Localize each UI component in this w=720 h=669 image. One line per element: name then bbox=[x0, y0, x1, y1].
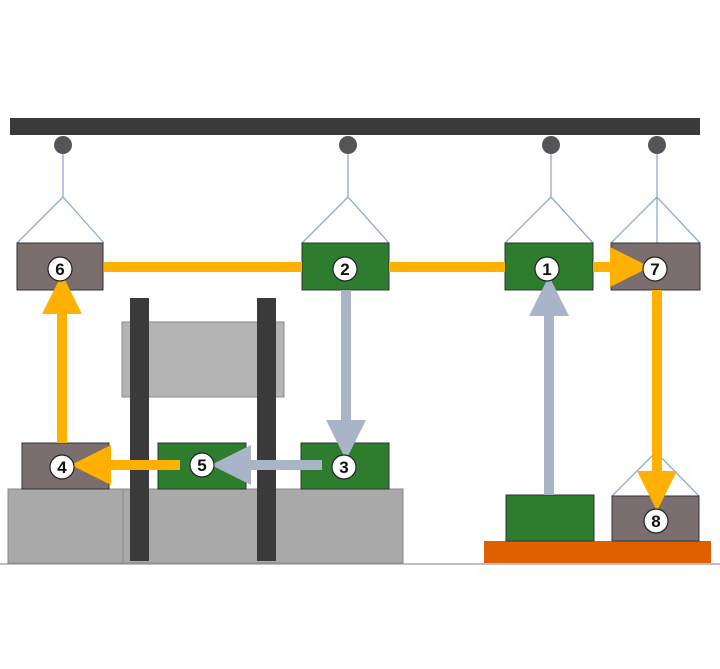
step-label-7: 7 bbox=[650, 260, 659, 279]
orange-platform bbox=[484, 541, 711, 563]
step-badge-2: 2 bbox=[332, 256, 358, 282]
press-column-right bbox=[257, 298, 276, 561]
step-badge-8: 8 bbox=[643, 508, 669, 534]
step-badge-3: 3 bbox=[331, 454, 357, 480]
cable-8 bbox=[611, 451, 700, 497]
cable-2 bbox=[301, 154, 390, 244]
step-label-3: 3 bbox=[339, 458, 348, 477]
cable-6 bbox=[16, 154, 105, 244]
cable-1 bbox=[504, 154, 594, 244]
flow-arrows bbox=[42, 247, 677, 511]
step-label-8: 8 bbox=[651, 512, 660, 531]
step-badge-7: 7 bbox=[642, 256, 668, 282]
step-label-6: 6 bbox=[55, 260, 64, 279]
step-badge-4: 4 bbox=[49, 454, 75, 480]
trolley-wheel-1 bbox=[542, 136, 560, 154]
step-label-4: 4 bbox=[57, 458, 67, 477]
step-label-2: 2 bbox=[340, 260, 349, 279]
step-badge-5: 5 bbox=[189, 452, 215, 478]
overhead-rail bbox=[10, 118, 700, 135]
step-label-1: 1 bbox=[542, 260, 551, 279]
step-badge-6: 6 bbox=[47, 256, 73, 282]
step-badge-1: 1 bbox=[534, 256, 560, 282]
trolley-wheel-7 bbox=[648, 136, 666, 154]
trolley-wheel-2 bbox=[339, 136, 357, 154]
base-block-left bbox=[7, 488, 124, 564]
press-column-left bbox=[130, 298, 149, 561]
block-source bbox=[505, 494, 595, 542]
cable-7 bbox=[610, 154, 701, 244]
trolley-wheel-6 bbox=[54, 136, 72, 154]
step-label-5: 5 bbox=[197, 456, 206, 475]
